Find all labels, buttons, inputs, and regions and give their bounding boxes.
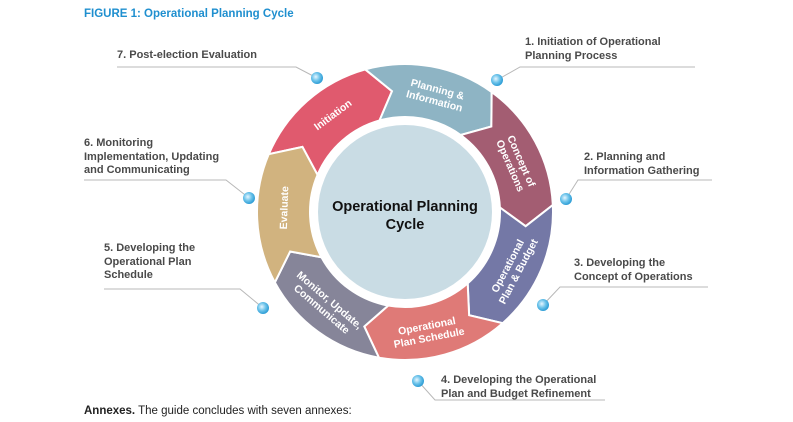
leader-line-1 [496, 66, 695, 81]
callout-6-monitoring: 6. Monitoring Implementation, Updating a… [84, 137, 220, 176]
segment-label-evaluate: Evaluate [278, 186, 292, 230]
center-circle [318, 125, 492, 299]
callout-1-initiation: 1. Initiation of Operational Planning Pr… [525, 36, 661, 62]
connector-dot-5 [257, 302, 269, 314]
center-title-line1: Operational Planning [332, 199, 478, 215]
segment-evaluate [256, 145, 324, 285]
center-title-line2: Cycle [386, 217, 425, 233]
leader-line-6 [84, 179, 250, 199]
cycle-segments [256, 63, 554, 361]
leader-line-2 [565, 179, 712, 200]
connector-dot-7 [311, 72, 323, 84]
leader-line-5 [104, 288, 264, 309]
annexes-text: The guide concludes with seven annexes: [135, 405, 352, 417]
annexes-paragraph: Annexes. The guide concludes with seven … [84, 405, 352, 417]
connector-dot-1 [491, 74, 503, 86]
callout-2-planning: 2. Planning and Information Gathering [584, 151, 700, 177]
callout-7-evaluation: 7. Post-election Evaluation [117, 49, 257, 61]
connector-dot-6 [243, 192, 255, 204]
connector-dot-3 [537, 299, 549, 311]
connector-dot-2 [560, 193, 572, 205]
leader-line-3 [542, 286, 708, 306]
annexes-label: Annexes. [84, 405, 136, 417]
leader-line-7 [117, 66, 318, 79]
callout-3-concept: 3. Developing the Concept of Operations [574, 257, 693, 283]
connector-dots [243, 72, 572, 387]
connector-dot-4 [412, 375, 424, 387]
callout-4-plan-budget: 4. Developing the Operational Plan and B… [441, 374, 597, 400]
leader-line-4 [417, 380, 605, 401]
figure-title: FIGURE 1: Operational Planning Cycle [84, 8, 294, 20]
callout-5-schedule: 5. Developing the Operational Plan Sched… [104, 242, 196, 281]
segment-label-evaluate-line-1: Evaluate [278, 186, 292, 230]
leader-lines [84, 66, 712, 401]
